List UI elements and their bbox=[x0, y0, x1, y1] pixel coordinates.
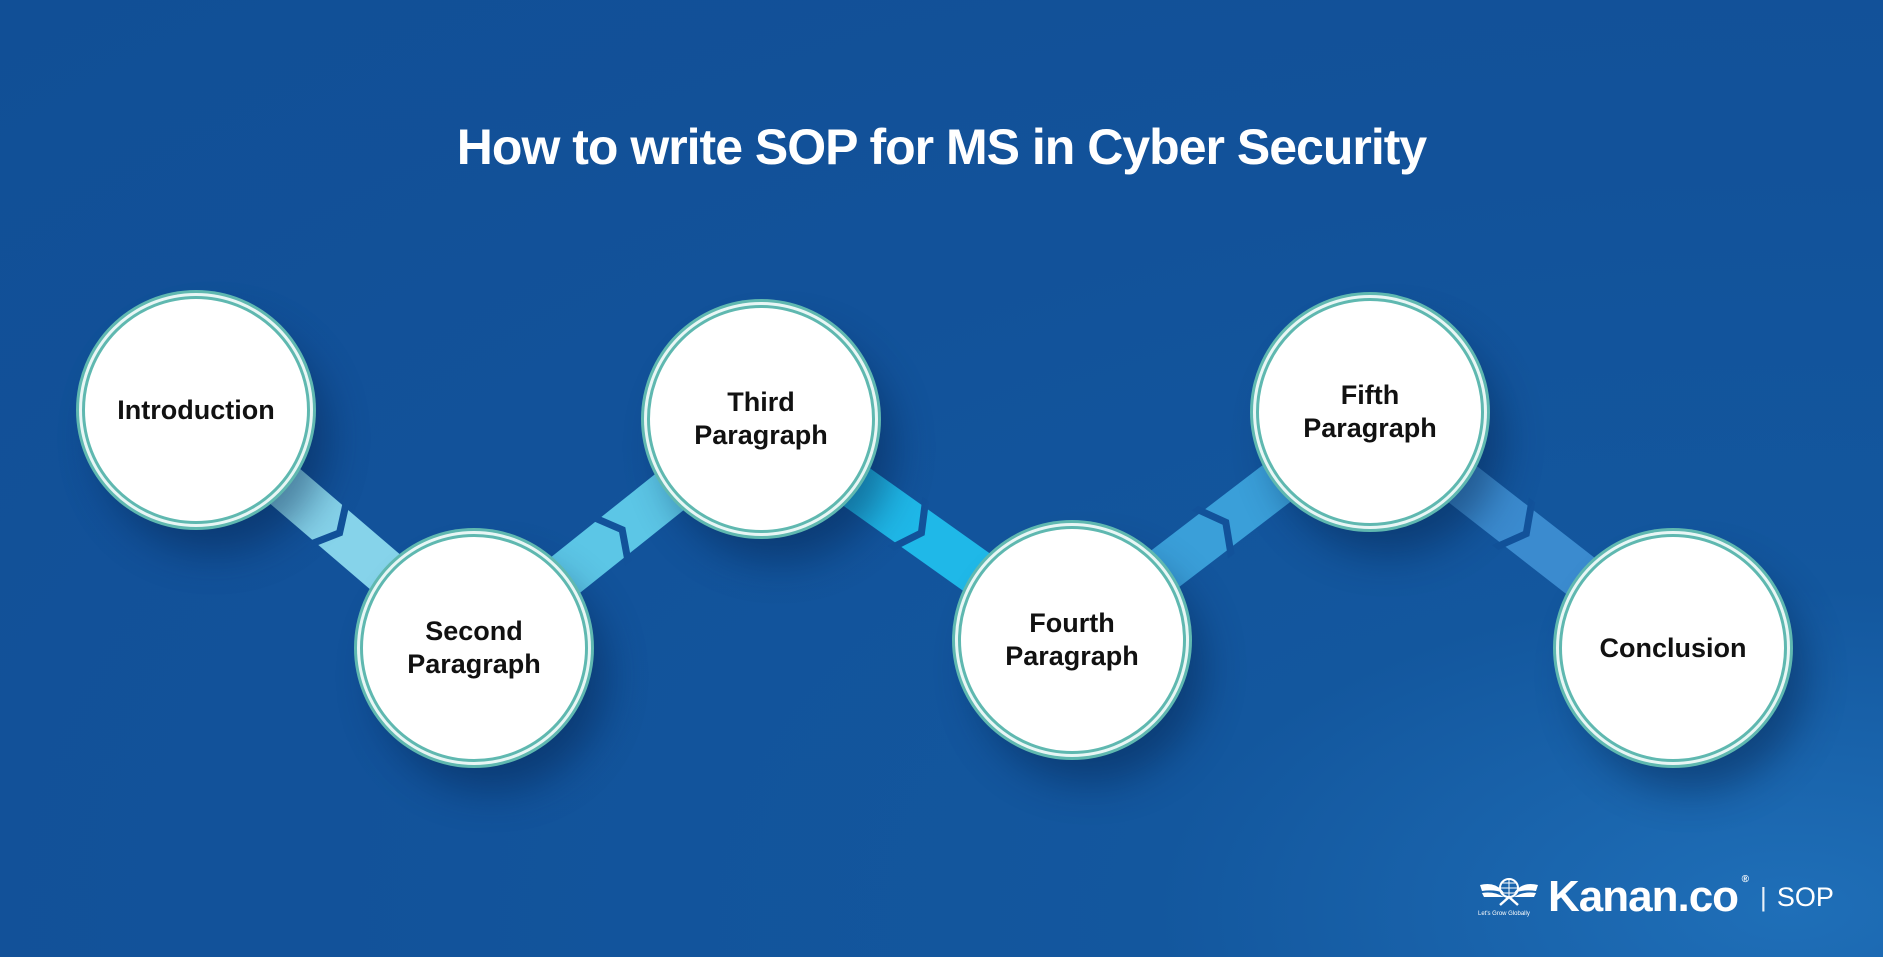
section-label: SOP bbox=[1776, 881, 1834, 912]
step-label: Fifth Paragraph bbox=[1303, 380, 1437, 443]
step-label: Conclusion bbox=[1599, 632, 1747, 663]
step-label: Second Paragraph bbox=[407, 616, 541, 679]
kanan-logo: Let's Grow Globally Kanan.co® | SOP bbox=[1478, 872, 1834, 922]
step-label: Fourth Paragraph bbox=[1005, 608, 1139, 671]
tagline: Let's Grow Globally bbox=[1478, 911, 1530, 917]
logo-separator: | bbox=[1760, 881, 1767, 912]
step-second-paragraph: Second Paragraph bbox=[360, 534, 588, 762]
step-conclusion: Conclusion bbox=[1559, 534, 1787, 762]
chevron-arrow-icon bbox=[1191, 505, 1235, 559]
step-label: Introduction bbox=[117, 394, 275, 425]
step-fifth-paragraph: Fifth Paragraph bbox=[1256, 298, 1484, 526]
step-introduction: Introduction bbox=[82, 296, 310, 524]
chevron-arrow-icon bbox=[304, 497, 350, 548]
brand-text: Kanan.co bbox=[1548, 872, 1739, 921]
wings-globe-icon: Let's Grow Globally bbox=[1478, 875, 1540, 919]
registered-mark: ® bbox=[1741, 874, 1749, 885]
page-title: How to write SOP for MS in Cyber Securit… bbox=[456, 119, 1427, 175]
step-fourth-paragraph: Fourth Paragraph bbox=[958, 526, 1186, 754]
brand-name: Kanan.co® bbox=[1548, 872, 1749, 922]
chevron-arrow-icon bbox=[887, 496, 929, 551]
step-third-paragraph: Third Paragraph bbox=[647, 305, 875, 533]
chevron-arrow-icon bbox=[1492, 497, 1536, 550]
chevron-arrow-icon bbox=[587, 513, 632, 566]
step-label: Third Paragraph bbox=[694, 387, 828, 450]
